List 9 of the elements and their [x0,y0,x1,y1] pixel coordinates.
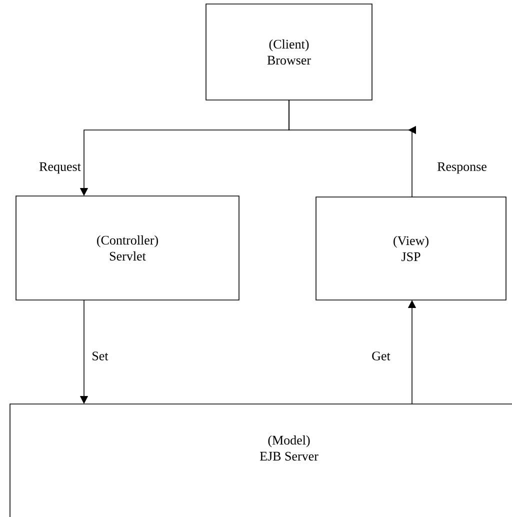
edge-label: Request [39,162,81,174]
model-box: (Model) EJB Server [10,404,512,517]
edge-label: Response [437,162,486,174]
edge-label: Set [92,352,108,360]
arrow [288,100,416,198]
client-box: (Client) Browser [206,4,372,100]
view-box: (View) JSP [316,196,506,300]
controller-box: (Controller) Servlet [16,196,240,300]
edge-label: Get [372,352,390,360]
